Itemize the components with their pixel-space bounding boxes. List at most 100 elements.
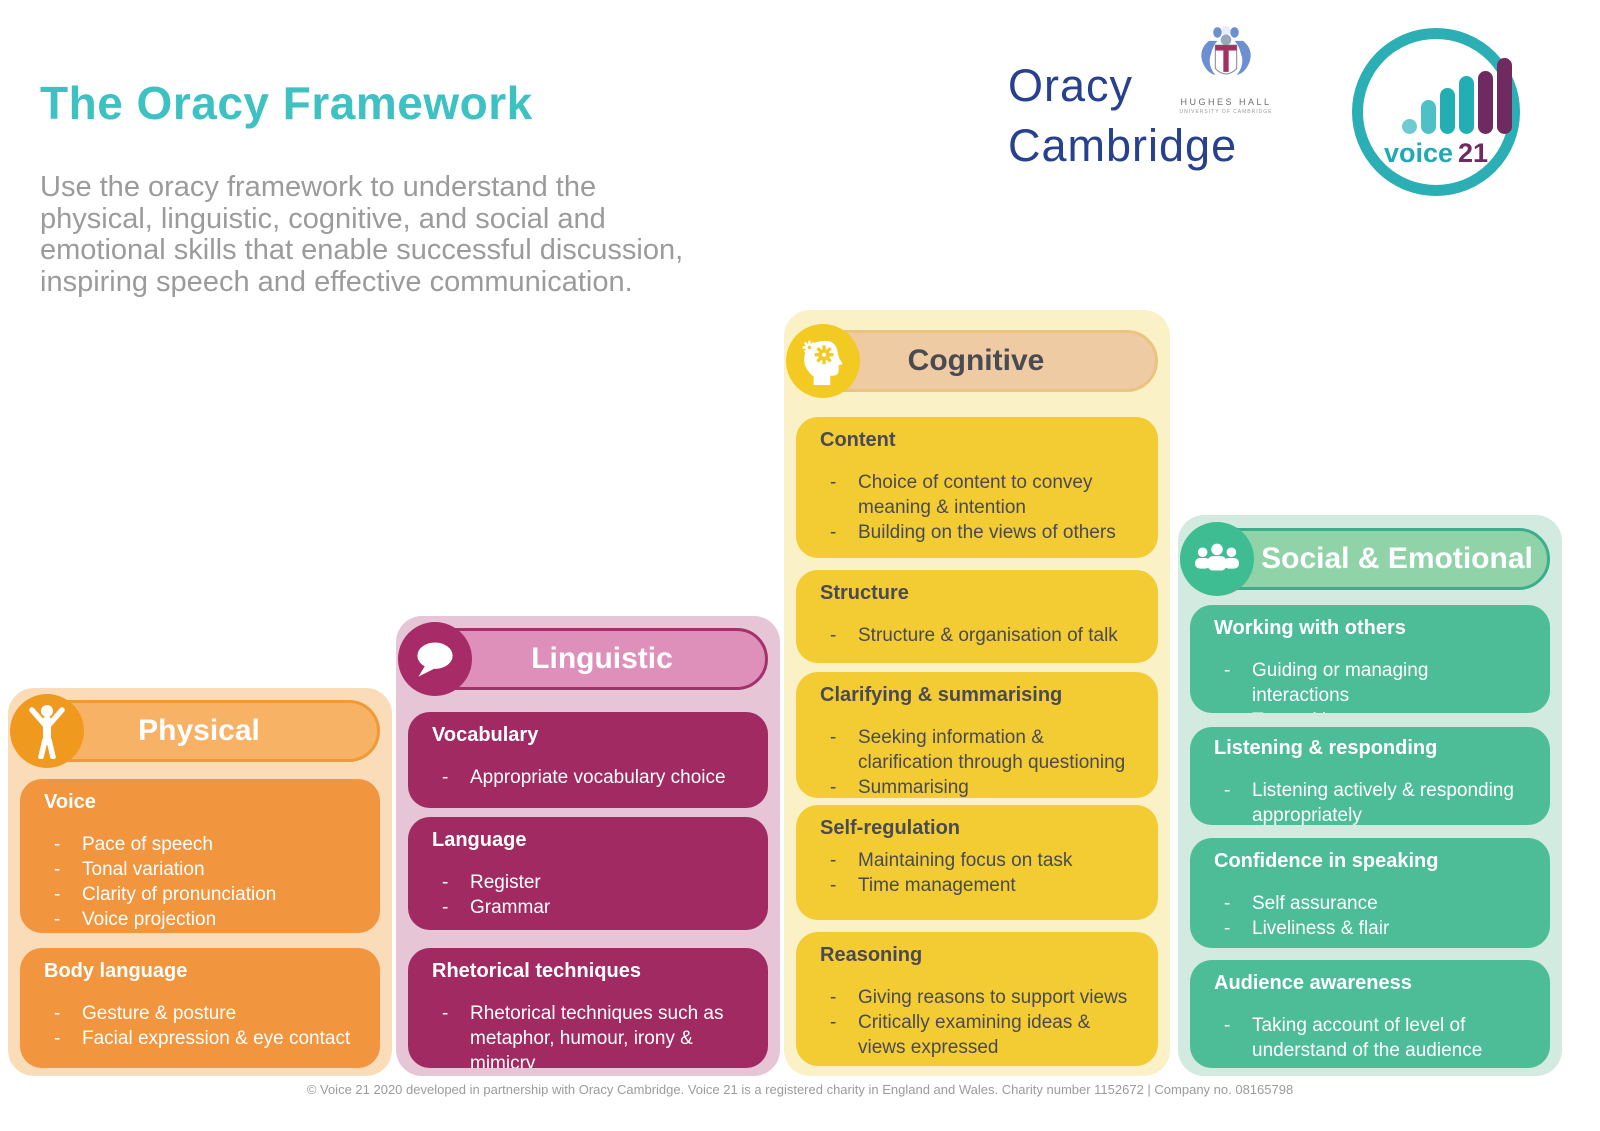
linguistic-title: Linguistic: [531, 642, 673, 675]
card-structure: Structure Structure & organisation of ta…: [796, 570, 1158, 663]
bullet-dash: [818, 470, 858, 520]
bullet-item: Grammar: [430, 895, 750, 920]
card-heading: Audience awareness: [1214, 972, 1412, 994]
card-reasoning: Reasoning Giving reasons to support view…: [796, 932, 1158, 1066]
footer-text: © Voice 21 2020 developed in partnership…: [306, 1082, 1294, 1097]
bullet-dash: [42, 882, 82, 907]
bullet-dash: [430, 765, 470, 790]
bullet-dash: [818, 985, 858, 1010]
bullet-text: Gesture & posture: [82, 1003, 237, 1024]
bullet-item: Self assurance: [1212, 891, 1532, 916]
bullet-dash: [818, 848, 858, 873]
card-heading: Rhetorical techniques: [432, 960, 641, 982]
bullet-item: Voice projection: [42, 907, 362, 932]
bullet-item: Clarity of pronunciation: [42, 882, 362, 907]
card-clarifying-summarising: Clarifying & summarising Seeking informa…: [796, 672, 1158, 798]
oracy-logo-line2: Cambridge: [1008, 120, 1238, 171]
bullet-item: Taking account of level of understand of…: [1212, 1013, 1532, 1063]
card-content: Content Choice of content to convey mean…: [796, 417, 1158, 558]
bullet-item: Pace of speech: [42, 832, 362, 857]
bullet-text: Tonal variation: [82, 859, 205, 880]
bullet-dash: [430, 870, 470, 895]
bullet-dash: [1212, 708, 1252, 713]
voice21-word: voice: [1383, 138, 1453, 168]
bullet-item: Register: [430, 870, 750, 895]
card-audience-awareness: Audience awareness Taking account of lev…: [1190, 960, 1550, 1068]
bullet-dash: [430, 1001, 470, 1068]
voice21-bar-4-icon: [1478, 71, 1493, 134]
social-emotional-column: Social & Emotional Working with others G…: [1178, 515, 1562, 1076]
social-emotional-title: Social & Emotional: [1261, 542, 1533, 575]
bullet-item: Maintaining focus on task: [818, 848, 1140, 873]
bullet-text: Giving reasons to support views: [858, 987, 1128, 1008]
bullet-item: Appropriate vocabulary choice: [430, 765, 750, 790]
hughes-hall-crest: HUGHES HALL UNIVERSITY OF CAMBRIDGE: [1176, 24, 1276, 115]
bullet-text: Critically examining ideas & views expre…: [858, 1012, 1091, 1058]
bullet-text: Structure & organisation of talk: [858, 625, 1118, 646]
bullet-text: Grammar: [470, 897, 551, 918]
bullet-text: Guiding or managing interactions: [1252, 660, 1429, 706]
hughes-hall-crest-icon: [1201, 24, 1251, 76]
card-heading: Language: [432, 829, 527, 851]
card-listening-responding: Listening & responding Listening activel…: [1190, 727, 1550, 825]
linguistic-column: Linguistic Vocabulary Appropriate vocabu…: [396, 616, 780, 1076]
bullet-item: Structure & organisation of talk: [818, 623, 1140, 648]
bullet-dash: [818, 873, 858, 898]
bullet-item: Facial expression & eye contact: [42, 1026, 362, 1051]
bullet-text: Voice projection: [82, 909, 217, 930]
card-vocabulary: Vocabulary Appropriate vocabulary choice: [408, 712, 768, 808]
head-with-gears-icon: [786, 324, 860, 398]
card-heading: Vocabulary: [432, 724, 539, 746]
card-voice: Voice Pace of speech Tonal variation Cla…: [20, 779, 380, 933]
page-title: The Oracy Framework: [40, 77, 533, 129]
group-of-people-icon: [1180, 522, 1254, 596]
person-arms-raised-icon: [10, 694, 84, 768]
card-heading: Clarifying & summarising: [820, 684, 1063, 706]
bullet-dash: [42, 1026, 82, 1051]
hughes-hall-label: HUGHES HALL: [1180, 97, 1272, 107]
oracy-logo-line1: Oracy: [1008, 60, 1134, 111]
cognitive-title: Cognitive: [907, 344, 1045, 377]
card-self-regulation: Self-regulation Maintaining focus on tas…: [796, 805, 1158, 920]
bullet-text: Register: [470, 872, 541, 893]
bullet-dash: [42, 1001, 82, 1026]
bullet-text: Clarity of pronunciation: [82, 884, 277, 905]
bullet-text: Liveliness & flair: [1252, 918, 1390, 939]
bullet-item: Rhetorical techniques such as metaphor, …: [430, 1001, 750, 1068]
voice21-bar-5-icon: [1497, 58, 1512, 134]
bullet-item: Gesture & posture: [42, 1001, 362, 1026]
bullet-text: Rhetorical techniques such as metaphor, …: [470, 1003, 724, 1068]
speech-bubble-icon: [398, 622, 472, 696]
bullet-item: Listening actively & responding appropri…: [1212, 778, 1532, 825]
bullet-text: Taking account of level of understand of…: [1252, 1015, 1483, 1061]
bullet-text: Seeking information & clarification thro…: [858, 727, 1126, 773]
card-working-with-others: Working with others Guiding or managing …: [1190, 605, 1550, 713]
bullet-text: Summarising: [858, 777, 969, 798]
card-heading: Voice: [44, 791, 96, 813]
card-heading: Content: [820, 429, 896, 451]
bullet-text: Time management: [858, 875, 1016, 896]
physical-column: Physical Voice Pace of speech Tonal vari…: [8, 688, 392, 1076]
bullet-item: Building on the views of others: [818, 520, 1140, 545]
bullet-dash: [430, 895, 470, 920]
bullet-dash: [42, 907, 82, 932]
bullet-item: Time management: [818, 873, 1140, 898]
voice21-bar-2-icon: [1440, 88, 1455, 134]
card-rhetorical-techniques: Rhetorical techniques Rhetorical techniq…: [408, 948, 768, 1068]
voice21-bar-3-icon: [1459, 76, 1474, 134]
oracy-cambridge-logo: Oracy Cambridge: [1008, 56, 1237, 176]
bullet-dash: [818, 520, 858, 545]
card-heading: Confidence in speaking: [1214, 850, 1439, 872]
card-heading: Listening & responding: [1214, 737, 1438, 759]
bullet-item: Seeking information & clarification thro…: [818, 725, 1140, 775]
card-heading: Structure: [820, 582, 909, 604]
bullet-dash: [1212, 658, 1252, 708]
card-heading: Reasoning: [820, 944, 923, 966]
bullet-text: Choice of content to convey meaning & in…: [858, 472, 1093, 518]
cognitive-column: Cognitive: [784, 310, 1170, 1076]
bullet-item: Giving reasons to support views: [818, 985, 1140, 1010]
card-body-language: Body language Gesture & posture Facial e…: [20, 948, 380, 1068]
bullet-text: Facial expression & eye contact: [82, 1028, 351, 1049]
